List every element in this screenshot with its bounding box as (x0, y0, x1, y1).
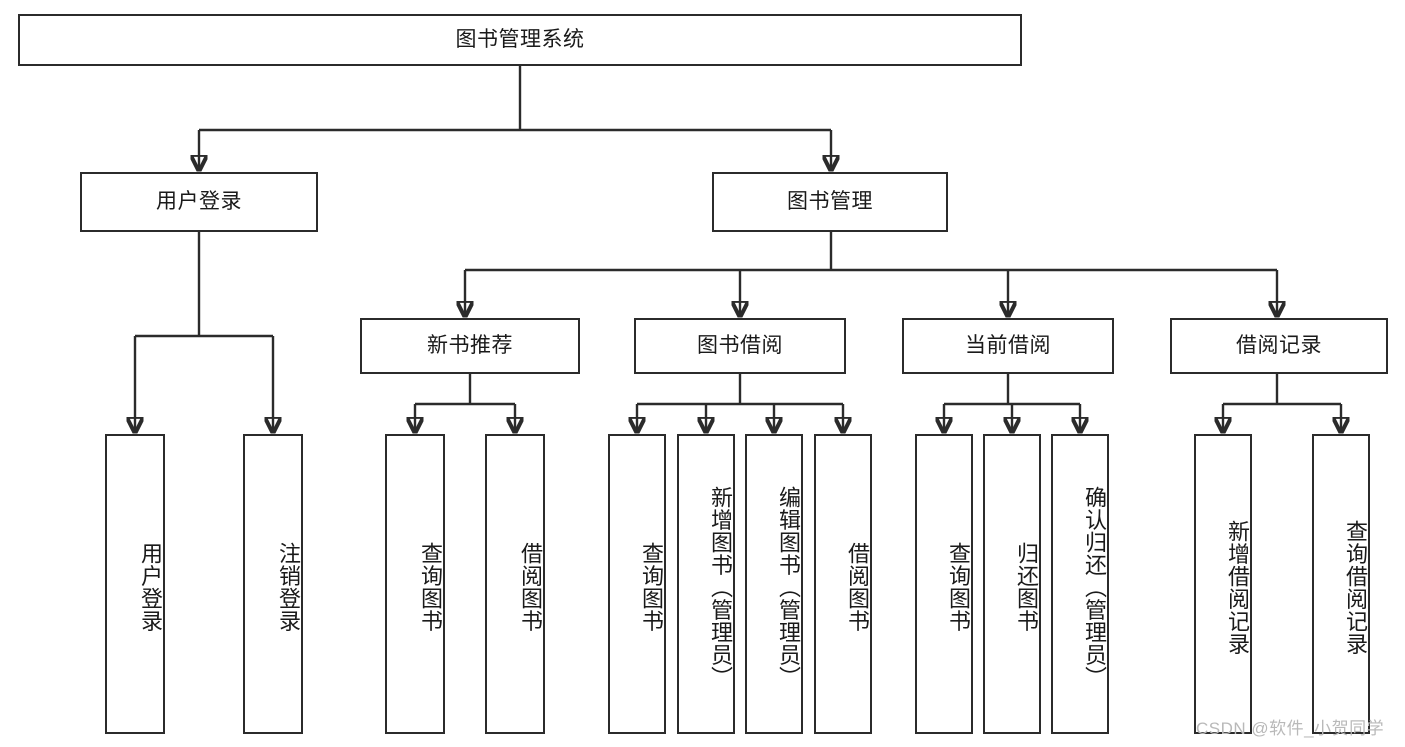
node-label: 确认归还（管理员） (1082, 485, 1107, 689)
csdn-watermark: CSDN @软件_小贺同学 (1196, 719, 1385, 738)
node-l7[interactable]: 编辑图书（管理员） (745, 434, 803, 734)
node-label: 归还图书 (1014, 542, 1039, 632)
node-l1[interactable]: 用户登录 (105, 434, 165, 734)
node-label: 查询图书 (639, 542, 664, 632)
node-l2[interactable]: 注销登录 (243, 434, 303, 734)
node-l9[interactable]: 查询图书 (915, 434, 973, 734)
node-newbook[interactable]: 新书推荐 (360, 318, 580, 374)
node-label: 查询图书 (418, 542, 443, 632)
node-label: 编辑图书（管理员） (776, 485, 801, 689)
node-label: 新增借阅记录 (1225, 519, 1250, 655)
node-l3[interactable]: 查询图书 (385, 434, 445, 734)
node-label: 新书推荐 (427, 334, 513, 358)
node-label: 借阅记录 (1236, 334, 1322, 358)
node-label: 借阅图书 (845, 542, 870, 632)
node-root[interactable]: 图书管理系统 (18, 14, 1022, 66)
node-label: 用户登录 (138, 542, 163, 632)
node-l5[interactable]: 查询图书 (608, 434, 666, 734)
node-label: 当前借阅 (965, 334, 1051, 358)
node-label: 图书管理系统 (455, 28, 585, 52)
node-label: 查询借阅记录 (1343, 519, 1368, 655)
node-l12[interactable]: 新增借阅记录 (1194, 434, 1252, 734)
node-records[interactable]: 借阅记录 (1170, 318, 1388, 374)
node-label: 图书管理 (787, 190, 873, 214)
node-login[interactable]: 用户登录 (80, 172, 318, 232)
node-label: 查询图书 (946, 542, 971, 632)
node-current[interactable]: 当前借阅 (902, 318, 1114, 374)
node-l11[interactable]: 确认归还（管理员） (1051, 434, 1109, 734)
node-l6[interactable]: 新增图书（管理员） (677, 434, 735, 734)
node-l10[interactable]: 归还图书 (983, 434, 1041, 734)
node-l4[interactable]: 借阅图书 (485, 434, 545, 734)
node-bookmgmt[interactable]: 图书管理 (712, 172, 948, 232)
node-label: 图书借阅 (697, 334, 783, 358)
node-label: 新增图书（管理员） (708, 485, 733, 689)
node-l13[interactable]: 查询借阅记录 (1312, 434, 1370, 734)
node-label: 注销登录 (276, 542, 301, 632)
node-label: 用户登录 (156, 190, 242, 214)
node-label: 借阅图书 (518, 542, 543, 632)
node-l8[interactable]: 借阅图书 (814, 434, 872, 734)
node-borrow[interactable]: 图书借阅 (634, 318, 846, 374)
